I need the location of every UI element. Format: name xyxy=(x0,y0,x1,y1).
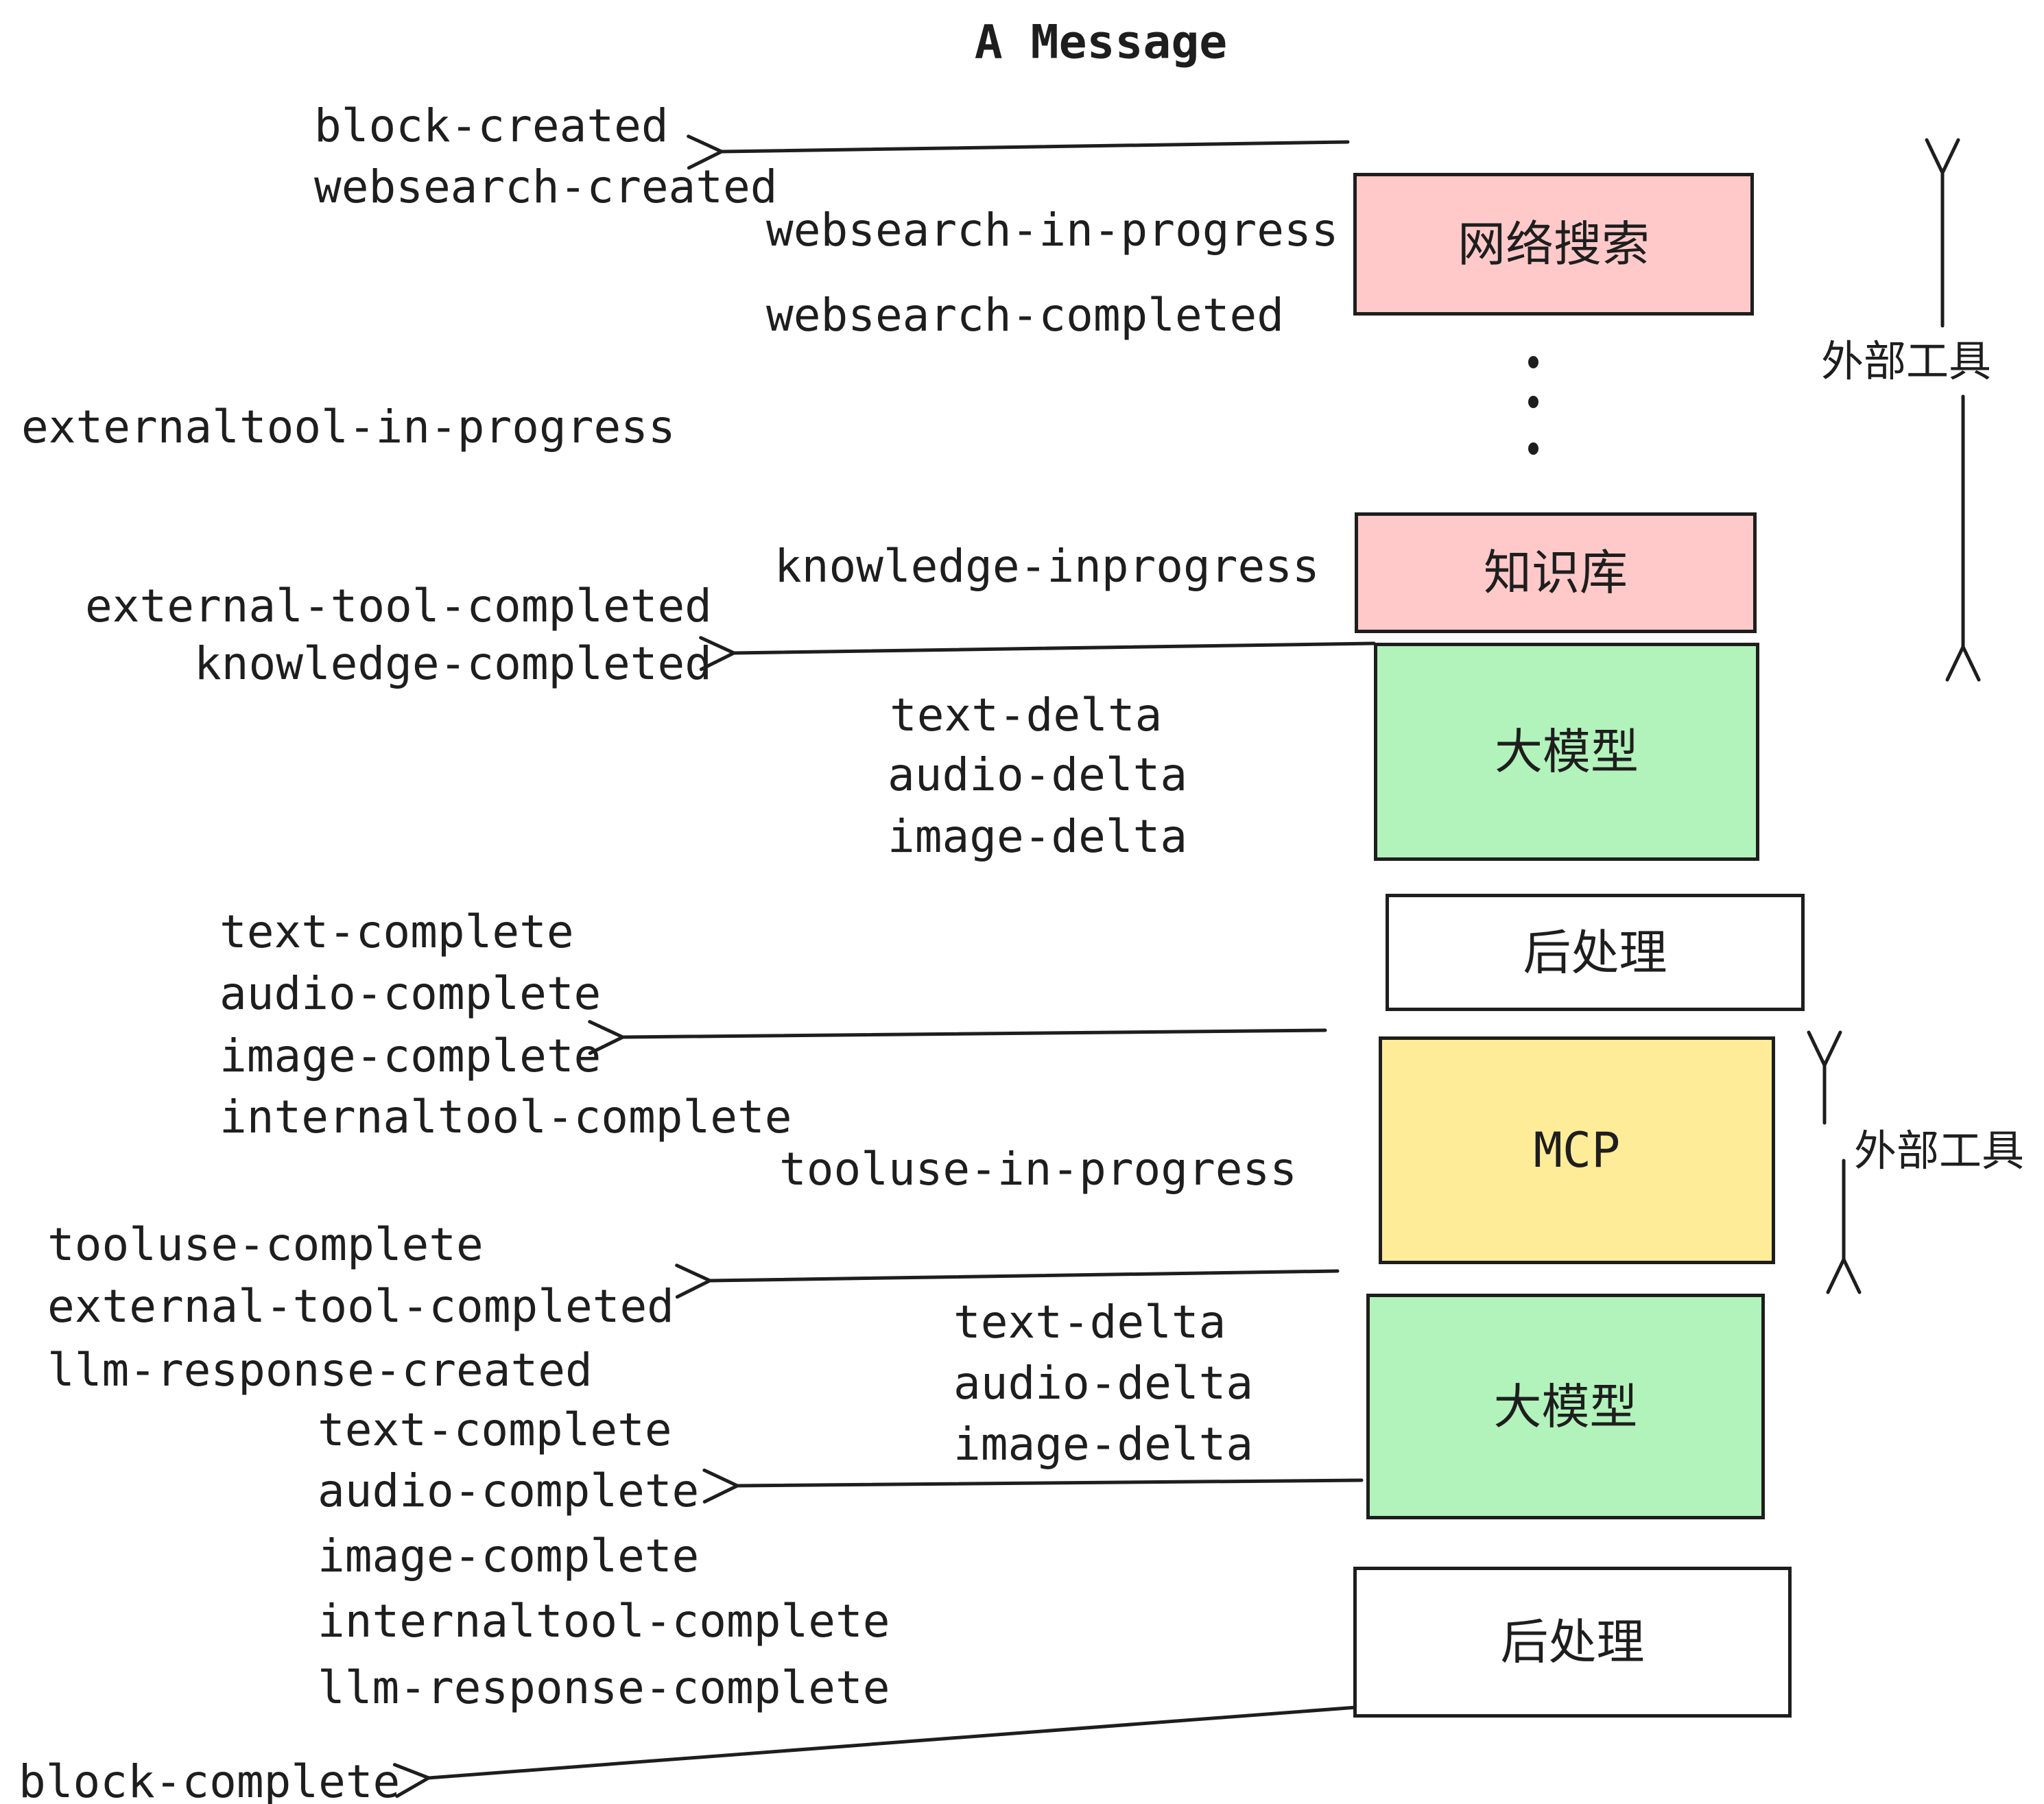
event-label-tooluse-complete: tooluse-complete xyxy=(47,1218,484,1271)
event-label-image-delta: image-delta xyxy=(888,810,1188,863)
event-label-llm-response-complete: llm-response-complete xyxy=(318,1661,890,1714)
arrow-to-audio-complete xyxy=(702,1468,1364,1504)
event-label-external-tool-completed: external-tool-completed xyxy=(85,580,712,632)
event-label-websearch-completed: websearch-completed xyxy=(766,289,1284,342)
knowledge-box-label: 知识库 xyxy=(1484,545,1628,601)
event-label-text-delta-2: text-delta xyxy=(953,1296,1226,1349)
event-label-llm-response-created: llm-response-created xyxy=(47,1344,593,1397)
postprocess-box-2: 后处理 xyxy=(1353,1567,1792,1718)
event-label-audio-complete-2: audio-complete xyxy=(318,1464,700,1517)
ellipsis-dot xyxy=(1528,396,1538,408)
event-label-external-tool-completed-2: external-tool-completed xyxy=(47,1280,674,1333)
event-label-block-created: block-created xyxy=(314,99,669,152)
external-tools-top-label: 外部工具 xyxy=(1821,336,1992,386)
event-label-audio-complete: audio-complete xyxy=(219,967,602,1020)
ellipsis-dot xyxy=(1528,356,1538,368)
websearch-box-label: 网络搜索 xyxy=(1458,216,1650,272)
event-label-knowledge-completed: knowledge-completed xyxy=(194,637,712,690)
event-label-text-complete: text-complete xyxy=(219,905,574,958)
event-label-websearch-created: websearch-created xyxy=(314,161,778,213)
event-label-audio-delta-2: audio-delta xyxy=(953,1357,1254,1410)
event-label-internaltool-complete: internaltool-complete xyxy=(219,1091,792,1143)
diagram-title: A Message xyxy=(974,15,1228,70)
arrow-to-block-complete xyxy=(392,1705,1359,1799)
llm-box-2-label: 大模型 xyxy=(1493,1378,1638,1435)
llm-box-1: 大模型 xyxy=(1374,643,1759,861)
external-tools-mcp-label: 外部工具 xyxy=(1854,1126,2025,1176)
postprocess-box-1-label: 后处理 xyxy=(1523,924,1667,981)
arrow-to-tooluse-complete xyxy=(675,1263,1340,1299)
postprocess-box-2-label: 后处理 xyxy=(1500,1614,1645,1670)
mcp-box: MCP xyxy=(1379,1036,1775,1264)
event-label-image-delta-2: image-delta xyxy=(953,1418,1254,1471)
event-label-text-delta: text-delta xyxy=(890,689,1163,741)
event-label-internaltool-complete-2: internaltool-complete xyxy=(318,1595,890,1648)
event-label-tooluse-in-progress: tooluse-in-progress xyxy=(779,1143,1297,1196)
knowledge-box: 知识库 xyxy=(1355,512,1757,633)
llm-box-2: 大模型 xyxy=(1366,1294,1765,1519)
event-label-audio-delta: audio-delta xyxy=(888,748,1188,801)
event-label-externaltool-in-progress: externaltool-in-progress xyxy=(21,401,676,453)
arrow-to-block-created xyxy=(687,134,1350,170)
event-label-knowledge-inprogress: knowledge-inprogress xyxy=(774,540,1320,593)
mcp-box-label: MCP xyxy=(1533,1122,1621,1178)
llm-box-1-label: 大模型 xyxy=(1495,724,1639,780)
postprocess-box-1: 后处理 xyxy=(1386,894,1805,1011)
event-label-block-complete: block-complete xyxy=(19,1755,401,1804)
arrow-to-image-complete xyxy=(588,1019,1327,1055)
websearch-box: 网络搜索 xyxy=(1353,173,1754,316)
event-label-websearch-in-progress: websearch-in-progress xyxy=(766,204,1339,257)
ellipsis-dot xyxy=(1528,442,1538,455)
arrow-to-knowledge-completed xyxy=(699,636,1376,672)
event-label-image-complete-2: image-complete xyxy=(318,1530,700,1582)
event-label-text-complete-2: text-complete xyxy=(318,1403,672,1456)
event-label-image-complete: image-complete xyxy=(219,1030,602,1082)
